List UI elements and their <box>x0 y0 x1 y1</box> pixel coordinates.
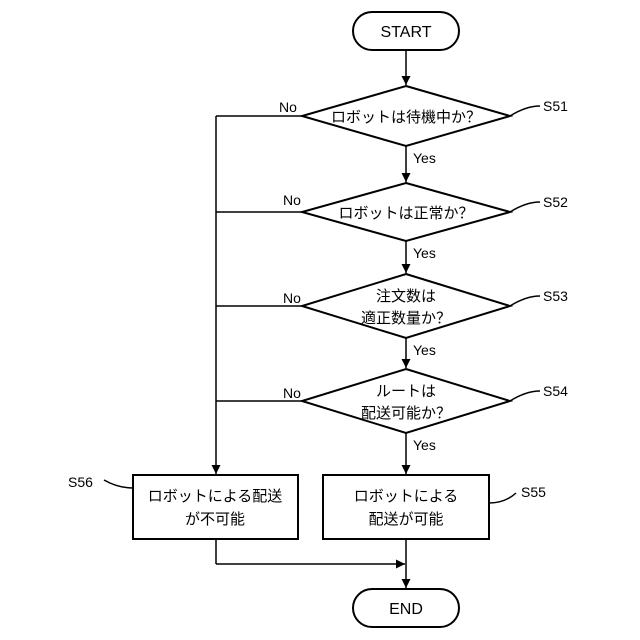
decision-s52-text: ロボットは正常か？ <box>338 204 473 222</box>
process-s55: ロボットによる 配送が可能 <box>323 475 489 539</box>
s51-leader <box>510 106 540 116</box>
s54-leader <box>510 391 540 401</box>
s52-no-label: No <box>283 192 301 208</box>
process-s56-text-line1: ロボットによる配送 <box>148 487 283 505</box>
decision-s52: ロボットは正常か？ <box>302 183 510 241</box>
s54-no-label: No <box>283 385 301 401</box>
start-label: START <box>381 24 432 41</box>
end-label: END <box>389 601 423 618</box>
decision-s54-text-line2: 配送可能か？ <box>361 404 451 422</box>
s52-yes-label: Yes <box>413 245 436 261</box>
s51-step-label: S51 <box>543 98 568 114</box>
decision-s51-text: ロボットは待機中か？ <box>331 108 481 126</box>
decision-s54: ルートは 配送可能か？ <box>302 369 510 433</box>
s55-step-label: S55 <box>521 484 546 500</box>
s52-step-label: S52 <box>543 194 568 210</box>
s55-leader <box>489 493 516 503</box>
decision-s53-text-line2: 適正数量か？ <box>361 309 451 327</box>
process-s56: ロボットによる配送 が不可能 <box>133 475 298 539</box>
s51-no-label: No <box>279 99 297 115</box>
process-s55-text-line1: ロボットによる <box>354 487 459 505</box>
decision-s54-text-line1: ルートは <box>376 382 436 400</box>
s52-leader <box>510 202 540 212</box>
s53-leader <box>510 296 540 306</box>
s53-yes-label: Yes <box>413 342 436 358</box>
s56-step-label: S56 <box>68 474 93 490</box>
decision-s53: 注文数は 適正数量か？ <box>302 274 510 338</box>
s54-step-label: S54 <box>543 383 568 399</box>
s51-yes-label: Yes <box>413 150 436 166</box>
process-s55-text-line2: 配送が可能 <box>368 510 443 528</box>
s56-leader <box>104 480 133 488</box>
s54-yes-label: Yes <box>413 437 436 453</box>
decision-s51: ロボットは待機中か？ <box>302 86 510 146</box>
s53-no-label: No <box>283 290 301 306</box>
end-terminal: END <box>353 589 459 627</box>
decision-s53-text-line1: 注文数は <box>376 287 436 305</box>
start-terminal: START <box>353 12 459 50</box>
s53-step-label: S53 <box>543 288 568 304</box>
process-s56-text-line2: が不可能 <box>185 510 245 528</box>
